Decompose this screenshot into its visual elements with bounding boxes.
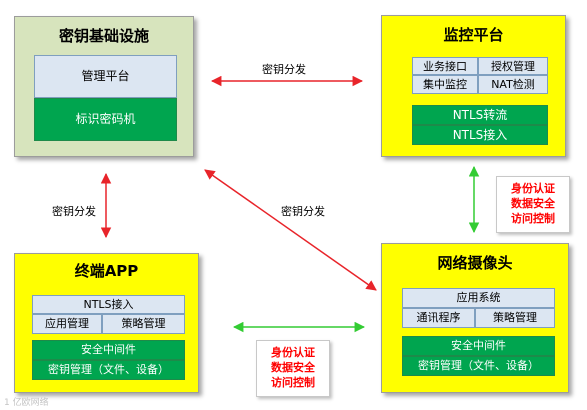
terminal-policy-mgmt: 策略管理 [102, 314, 185, 334]
arrow-kmi-camera [204, 169, 377, 291]
note-right-line-3: 访问控制 [511, 212, 555, 225]
camera-key-mgmt: 密钥管理（文件、设备） [402, 356, 555, 376]
note-right-line-2: 数据安全 [511, 197, 555, 210]
monitor-panel: 监控平台 业务接口 授权管理 集中监控 NAT检测 NTLS转流 NTLS接入 [381, 15, 566, 157]
monitor-ntls-access: NTLS接入 [412, 125, 548, 145]
terminal-panel: 终端APP NTLS接入 应用管理 策略管理 安全中间件 密钥管理（文件、设备） [14, 253, 199, 393]
monitor-cell-auth-mgmt: 授权管理 [478, 57, 548, 75]
kmi-mgmt-platform: 管理平台 [34, 55, 177, 98]
note-right-line-1: 身份认证 [511, 182, 555, 195]
camera-title: 网络摄像头 [437, 254, 513, 272]
label-key-dist-top: 密钥分发 [262, 63, 306, 76]
monitor-cell-nat: NAT检测 [478, 75, 548, 94]
camera-policy-mgmt: 策略管理 [475, 308, 555, 328]
label-key-dist-left: 密钥分发 [52, 205, 96, 218]
note-bottom-line-1: 身份认证 [271, 346, 315, 359]
terminal-key-mgmt: 密钥管理（文件、设备） [32, 360, 185, 380]
camera-app-system: 应用系统 [402, 288, 555, 308]
terminal-app-mgmt: 应用管理 [32, 314, 102, 334]
note-right-security: 身份认证 数据安全 访问控制 [496, 176, 570, 233]
kmi-panel: 密钥基础设施 管理平台 标识密码机 [14, 16, 194, 157]
camera-panel: 网络摄像头 应用系统 通讯程序 策略管理 安全中间件 密钥管理（文件、设备） [381, 243, 569, 393]
camera-security-middleware: 安全中间件 [402, 336, 555, 356]
monitor-title: 监控平台 [443, 26, 504, 44]
monitor-ntls-forward: NTLS转流 [412, 105, 548, 125]
label-key-dist-diagonal: 密钥分发 [281, 205, 325, 218]
terminal-title: 终端APP [74, 262, 139, 280]
watermark: 1 亿欧网络 [4, 398, 49, 408]
terminal-ntls-access: NTLS接入 [32, 295, 185, 314]
kmi-ikm: 标识密码机 [34, 98, 177, 141]
kmi-title: 密钥基础设施 [58, 27, 149, 45]
note-bottom-line-3: 访问控制 [271, 376, 315, 389]
note-bottom-line-2: 数据安全 [271, 361, 315, 374]
monitor-cell-business-api: 业务接口 [412, 57, 478, 75]
camera-comm-program: 通讯程序 [402, 308, 475, 328]
monitor-cell-central-monitor: 集中监控 [412, 75, 478, 94]
terminal-security-middleware: 安全中间件 [32, 340, 185, 360]
note-bottom-security: 身份认证 数据安全 访问控制 [256, 340, 330, 397]
